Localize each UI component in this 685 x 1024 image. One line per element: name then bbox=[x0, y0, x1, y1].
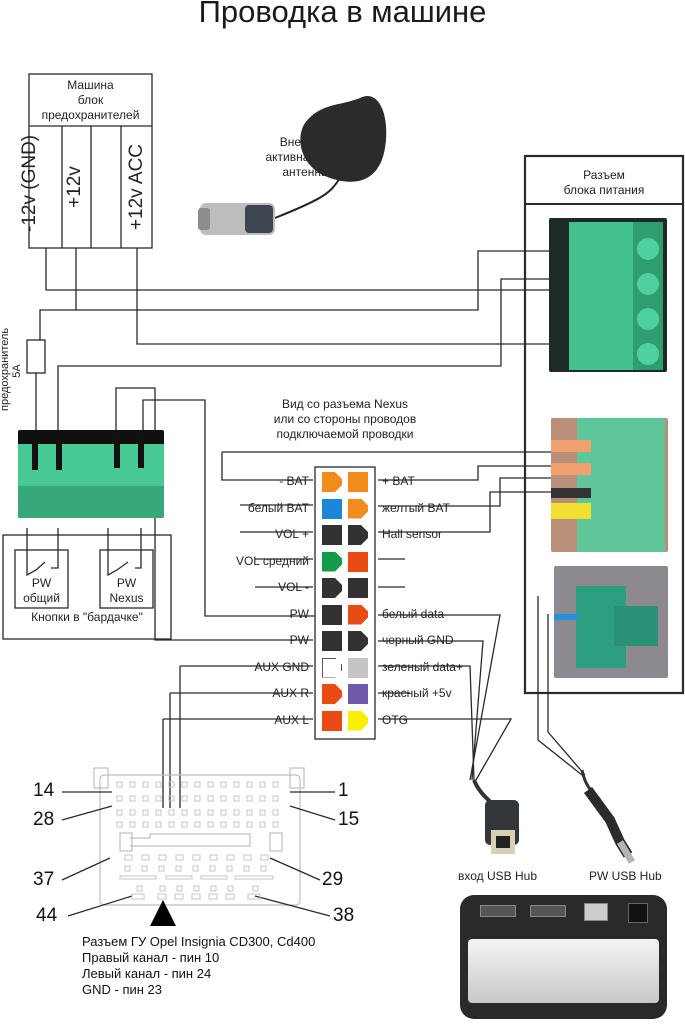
head-unit-caption-line: GND - пин 23 bbox=[82, 982, 162, 997]
nexus-caption-line: подключаемой проводки bbox=[276, 427, 414, 441]
fuse-box-header-line: Машина bbox=[67, 78, 114, 92]
nexus-pin-label-left: AUX L bbox=[274, 712, 309, 727]
nexus-pin-left bbox=[322, 578, 342, 598]
head-unit-pins bbox=[116, 781, 279, 900]
power-connector-header-line: блока питания bbox=[563, 183, 645, 197]
terminal-block-photo bbox=[18, 430, 164, 518]
nexus-pin-right bbox=[348, 525, 368, 545]
nexus-pin-label-left: VOL + bbox=[275, 527, 309, 541]
head-unit-caption-line: Правый канал - пин 10 bbox=[82, 950, 220, 965]
pin-number-38: 38 bbox=[333, 905, 355, 926]
nexus-pin-right bbox=[348, 710, 368, 731]
wire-gnd bbox=[45, 248, 555, 291]
pin-number-1: 1 bbox=[338, 780, 349, 801]
nexus-pin-label-left: белый BAT bbox=[247, 500, 309, 515]
head-unit-caption: Разъем ГУ Opel Insignia CD300, Cd400 Пра… bbox=[82, 934, 315, 998]
nexus-pin-label-left: AUX R bbox=[272, 686, 309, 700]
fuse-label: предохранитель 5A bbox=[0, 327, 25, 411]
fuse-box-header: Машина блок предохранителей bbox=[29, 78, 152, 123]
usb-hub-power-label: PW USB Hub bbox=[589, 869, 662, 883]
power-connector-photo bbox=[549, 218, 667, 372]
usb-hub-input-label: вход USB Hub bbox=[458, 869, 538, 883]
button-label: общий bbox=[23, 591, 60, 605]
nexus-pin-label-left: VOL средний bbox=[235, 553, 309, 568]
button-label: PW bbox=[31, 576, 52, 590]
usb-plugs-icon bbox=[472, 770, 636, 864]
nexus-pin-left bbox=[322, 684, 342, 704]
terminal-12v-acc: +12v ACC bbox=[126, 143, 147, 231]
usb-port bbox=[480, 905, 516, 917]
nexus-pin-label-right: желтый BAT bbox=[382, 500, 450, 515]
nexus-pin-label-left: VOL - bbox=[278, 580, 309, 594]
buttons-frame bbox=[2, 534, 172, 640]
nexus-pin-label-right: OTG bbox=[382, 712, 408, 727]
nexus-pin-label-right: + BAT bbox=[382, 474, 415, 488]
nexus-caption-line: или со стороны проводов bbox=[273, 412, 417, 426]
usb-port bbox=[530, 905, 566, 917]
pin-number-44: 44 bbox=[36, 905, 58, 926]
nexus-pin-label-right: Hall sensor bbox=[382, 527, 443, 541]
nexus-pin-right bbox=[348, 684, 368, 704]
button-label: Nexus bbox=[109, 591, 144, 605]
power-connector-frame bbox=[523, 154, 685, 695]
nexus-pin-label-left: PW bbox=[289, 633, 309, 647]
nexus-pin-left bbox=[322, 498, 342, 519]
button-label: PW bbox=[116, 576, 137, 590]
nexus-caption-line: Вид со разъема Nexus bbox=[281, 397, 409, 411]
nexus-pin-left bbox=[322, 631, 342, 651]
fuse-label-line: 5A bbox=[11, 364, 23, 378]
nexus-pin-label-right: белый data- bbox=[382, 606, 449, 621]
pin-key-triangle bbox=[150, 900, 176, 926]
dc-power-port bbox=[628, 903, 648, 923]
head-unit-caption-line: Разъем ГУ Opel Insignia CD300, Cd400 bbox=[82, 934, 316, 949]
pin-number-37: 37 bbox=[33, 869, 55, 890]
nexus-pin-left bbox=[322, 551, 342, 572]
gps-antenna-icon bbox=[198, 96, 387, 235]
usb-b-port bbox=[584, 903, 608, 921]
nexus-pin-label-left: PW bbox=[289, 606, 309, 621]
terminal-12v: +12v bbox=[64, 166, 85, 208]
pin-number-28: 28 bbox=[33, 809, 55, 830]
head-unit-caption-line: Левый канал - пин 24 bbox=[82, 966, 212, 981]
nexus-pin-label-right: зеленый data+ bbox=[382, 659, 463, 674]
button-pw-common[interactable]: PW общий bbox=[15, 576, 68, 606]
nexus-pin-right bbox=[348, 551, 368, 572]
nexus-pin-label-right: красный +5v bbox=[382, 686, 452, 700]
fuse-label-line: предохранитель bbox=[0, 327, 11, 411]
nexus-plug-photo bbox=[551, 418, 668, 552]
nexus-pin-label-right: черный GND bbox=[382, 633, 454, 647]
fuse bbox=[26, 339, 46, 374]
nexus-pin-label-left: AUX GND bbox=[254, 659, 309, 674]
fuse-box-header-line: блок bbox=[77, 93, 104, 107]
nexus-pin-left bbox=[322, 657, 342, 678]
power-connector-header-line: Разъем bbox=[583, 168, 625, 182]
nexus-pin-right bbox=[348, 631, 368, 651]
nexus-pin-right bbox=[348, 472, 368, 492]
power-connector-header: Разъем блока питания bbox=[525, 168, 683, 198]
nexus-pin-left bbox=[322, 710, 342, 731]
usb-hub-silver-panel bbox=[468, 939, 659, 1003]
button-pw-nexus[interactable]: PW Nexus bbox=[100, 576, 153, 606]
nexus-pin-left bbox=[322, 604, 342, 625]
pin-number-15: 15 bbox=[338, 809, 360, 830]
nexus-pin-right bbox=[348, 657, 368, 678]
nexus-pin-label-left: - BAT bbox=[279, 474, 309, 488]
buttons-caption: Кнопки в "бардачке" bbox=[31, 610, 143, 624]
nexus-caption: Вид со разъема Nexus или со стороны пров… bbox=[230, 397, 460, 442]
nexus-pin-left bbox=[322, 472, 342, 492]
nexus-pin-right bbox=[348, 578, 368, 598]
terminal-gnd: -12v (GND) bbox=[19, 134, 40, 232]
nexus-pin-right bbox=[348, 498, 368, 519]
pin-number-14: 14 bbox=[33, 780, 55, 801]
page-title: Проводка в машине bbox=[198, 0, 487, 29]
hub-power-plug-photo bbox=[554, 566, 668, 678]
nexus-pin-left bbox=[322, 525, 342, 545]
nexus-pin-right bbox=[348, 604, 368, 625]
fuse-box-header-line: предохранителей bbox=[41, 108, 140, 122]
usb-hub-device bbox=[460, 895, 667, 1019]
pin-number-29: 29 bbox=[322, 869, 344, 890]
